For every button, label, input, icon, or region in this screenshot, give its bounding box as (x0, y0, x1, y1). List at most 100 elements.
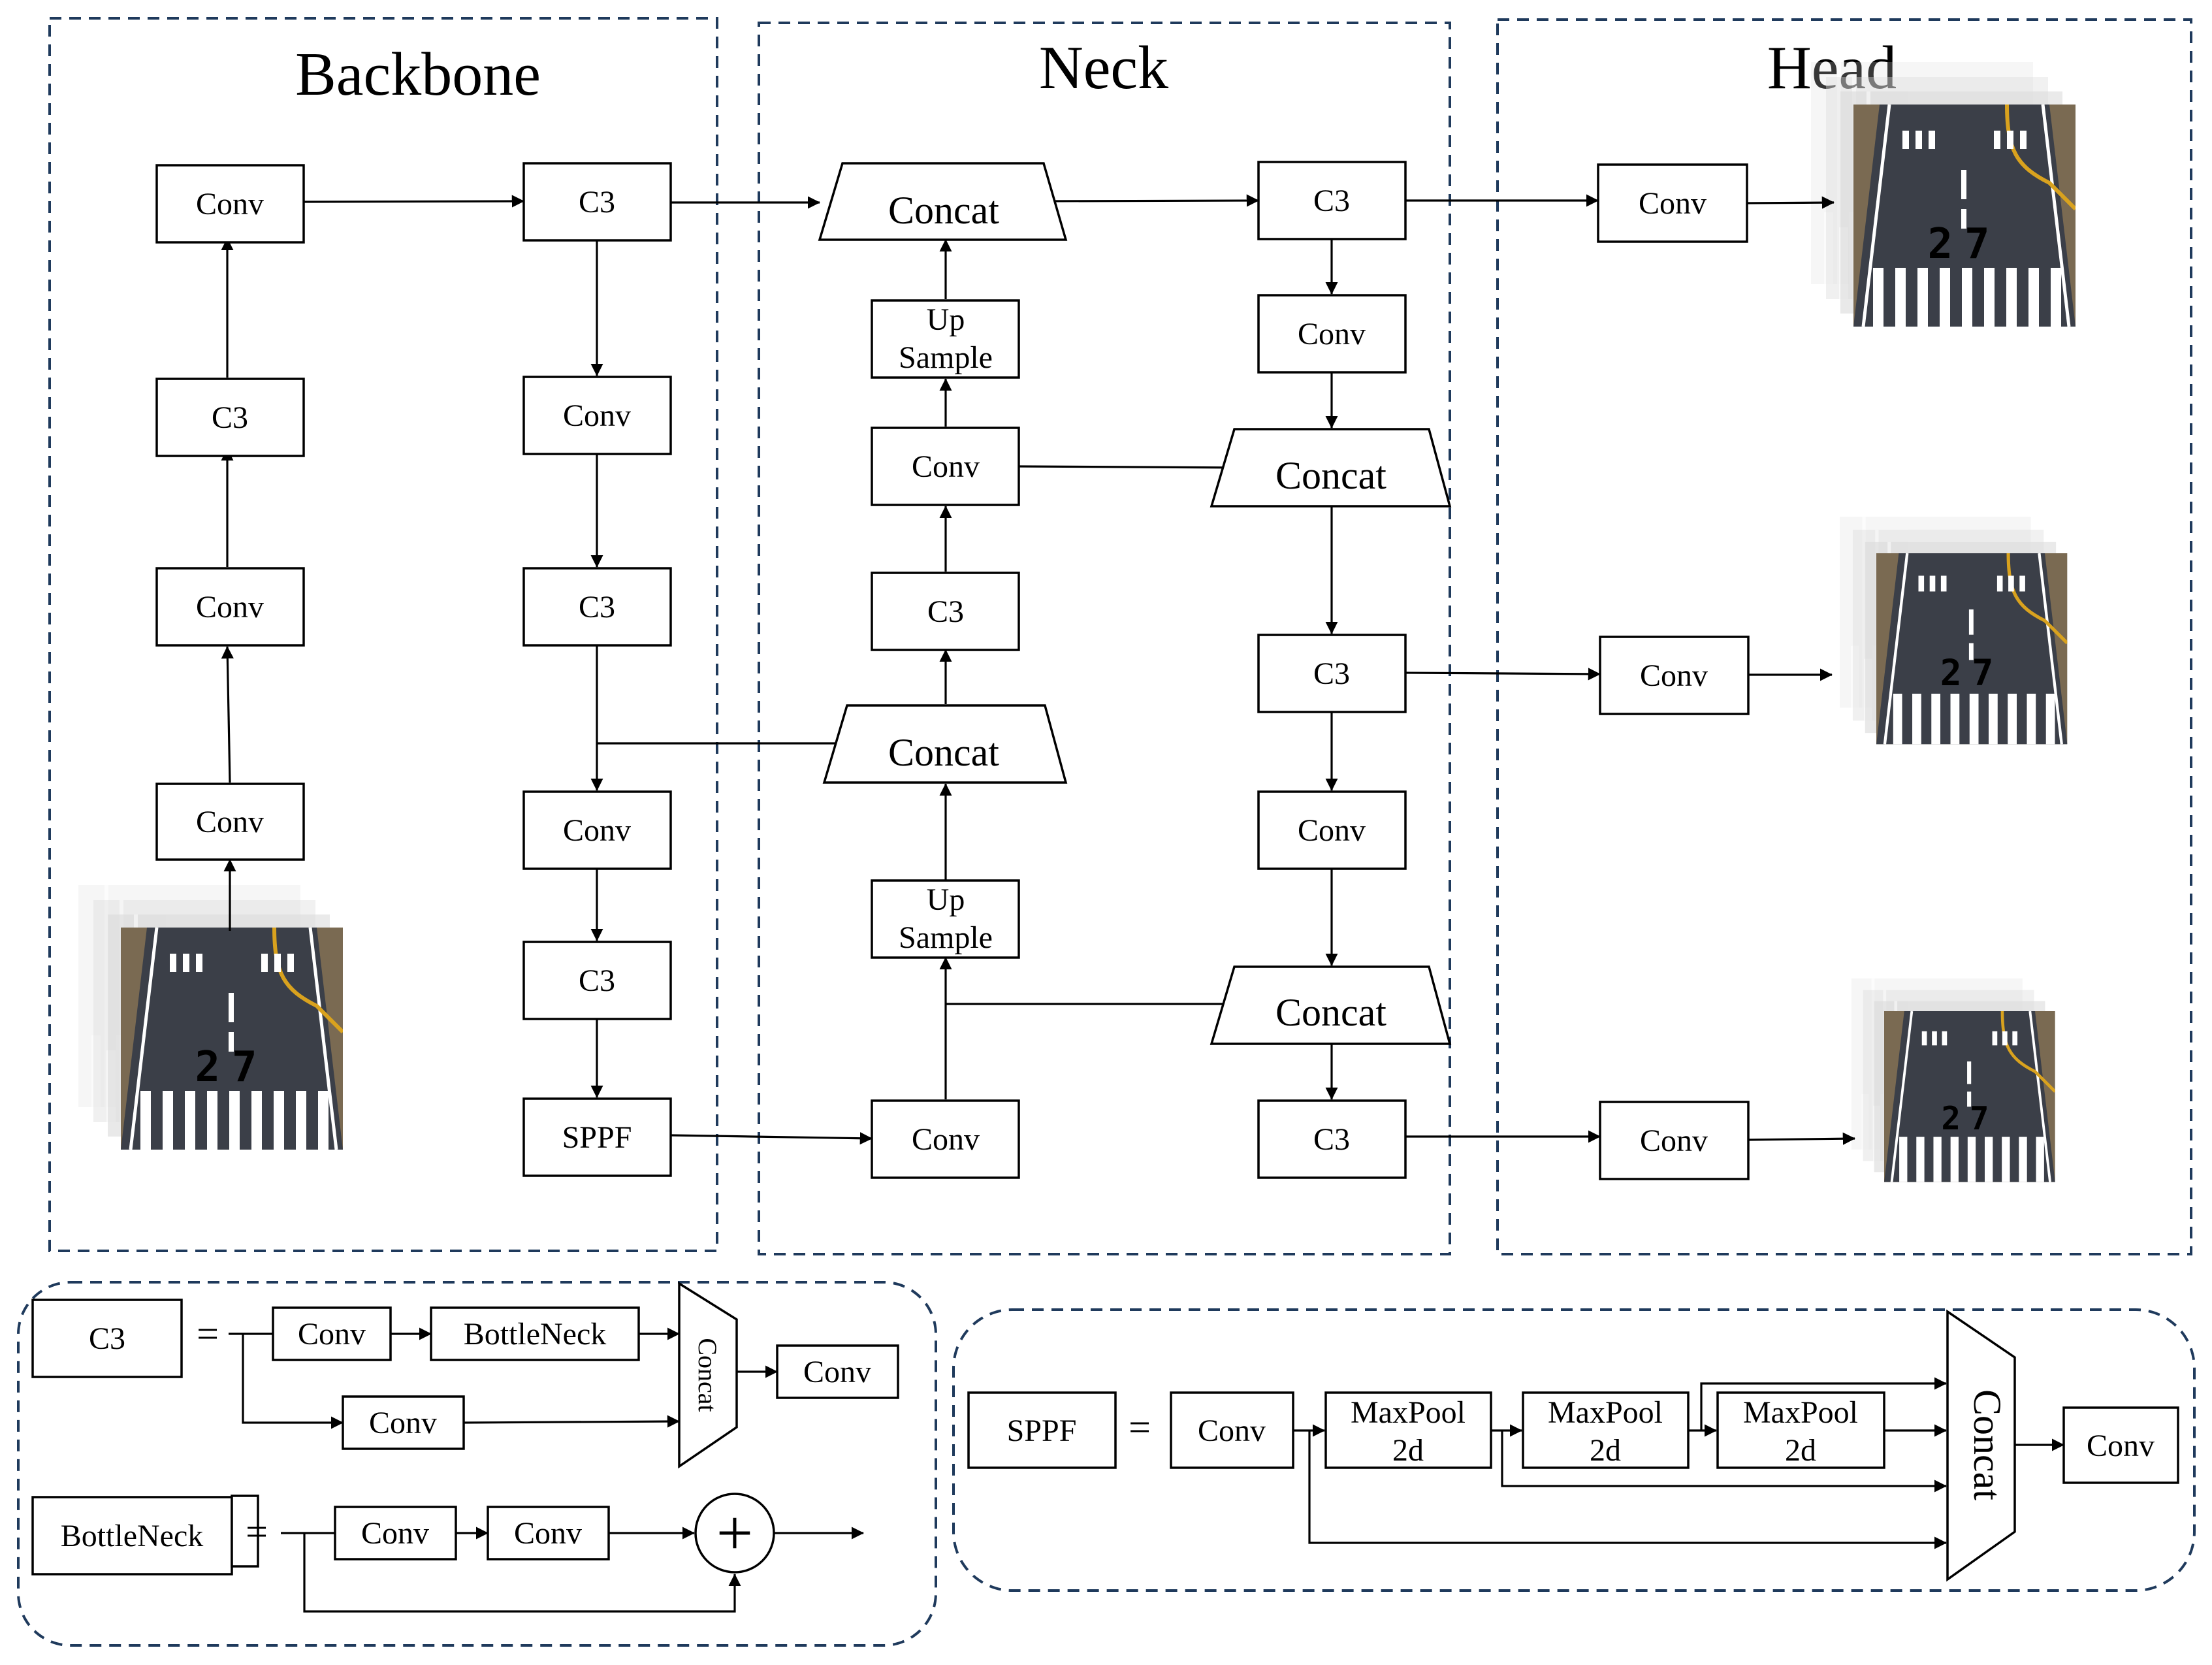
block-label: C3 (1313, 1122, 1350, 1157)
backbone-conv-3: Conv (155, 164, 305, 244)
neck-c3-3: C3 (1257, 634, 1407, 713)
runway-photo: 27 (121, 928, 343, 1150)
block-label: Concat (693, 1338, 722, 1412)
block-label: C3 (579, 590, 615, 624)
c3-equals-sign: = (197, 1312, 219, 1355)
neck-concat-2: Concat (822, 704, 1068, 784)
backbone-conv-5: Conv (522, 790, 672, 870)
block-label: C3 (579, 185, 615, 219)
sppf-def-conv-1: Conv (1170, 1391, 1294, 1469)
legend-label: BottleNeck (61, 1519, 204, 1553)
neck-c3-4: C3 (1257, 1099, 1407, 1179)
neck-title: Neck (1039, 34, 1168, 102)
block-label: Conv (912, 1122, 980, 1157)
runway-photo: 27 (1853, 105, 2076, 327)
head-conv-2: Conv (1599, 636, 1750, 715)
block-label: Conv (1640, 1123, 1708, 1158)
block-label: Concat (1275, 454, 1387, 497)
block-label: Conv (1298, 813, 1366, 848)
block-label-line2: 2d (1392, 1433, 1424, 1468)
neck-concat-1: Concat (818, 162, 1068, 241)
legend-c3-box: C3 (31, 1299, 183, 1378)
block-label-line1: MaxPool (1548, 1395, 1663, 1430)
edges (221, 194, 2064, 1613)
output-runway-image-medium: 27 (1840, 517, 2068, 745)
block-label: C3 (579, 963, 615, 998)
legend-sppf-box: SPPF (967, 1391, 1117, 1469)
neck-concat-3: Concat (1210, 428, 1452, 508)
block-label: Conv (1298, 317, 1366, 351)
block-label: Concat (1966, 1389, 2009, 1500)
bottleneck-equals-sign: = (246, 1510, 268, 1553)
neck-conv-3: Conv (1257, 294, 1407, 374)
runway-number: 27 (1940, 652, 2004, 694)
block-label-line2: 2d (1590, 1433, 1621, 1468)
block-label: Conv (369, 1406, 437, 1440)
block-label: Concat (888, 189, 999, 232)
sppf-def-maxpool-3: MaxPool 2d (1716, 1391, 1885, 1469)
block-label: C3 (927, 594, 964, 629)
neck-conv-4: Conv (1257, 790, 1407, 870)
block-label: Conv (196, 805, 264, 839)
output-runway-image-small: 27 (1851, 978, 2055, 1182)
sppf-def-concat: Concat (1946, 1309, 2016, 1582)
block-label: Conv (361, 1516, 429, 1551)
backbone-c3-2: C3 (522, 162, 672, 242)
input-runway-image: 27 (78, 885, 343, 1150)
legend-label: SPPF (1007, 1414, 1077, 1448)
block-label: Conv (803, 1355, 871, 1389)
block-label: SPPF (562, 1120, 632, 1155)
c3-def-conv-2: Conv (342, 1395, 465, 1450)
c3-def-bottleneck: BottleNeck (430, 1306, 640, 1361)
block-label: Conv (563, 813, 631, 848)
block-label: Concat (1275, 991, 1387, 1034)
neck-c3-2: C3 (1257, 161, 1407, 240)
block-label: C3 (1313, 184, 1350, 218)
block-label-line2: Sample (899, 920, 993, 955)
backbone-sppf: SPPF (522, 1097, 672, 1177)
block-label: Conv (196, 187, 264, 221)
block-label: Concat (888, 731, 999, 774)
backbone-conv-2: Conv (155, 567, 305, 647)
backbone-c3-1: C3 (155, 378, 305, 457)
block-label: Conv (196, 590, 264, 624)
backbone-conv-4: Conv (522, 376, 672, 455)
neck-concat-4: Concat (1210, 965, 1452, 1045)
block-label: Conv (1640, 658, 1708, 693)
block-label-line2: Sample (899, 340, 993, 375)
bottleneck-def-conv-2: Conv (487, 1506, 610, 1560)
runway-number: 27 (1941, 1099, 1998, 1137)
head-conv-1: Conv (1597, 163, 1748, 243)
block-label: BottleNeck (464, 1317, 607, 1351)
block-label: Conv (1198, 1414, 1266, 1448)
block-label-line1: Up (927, 882, 965, 917)
runway-photo: 27 (1876, 553, 2068, 745)
block-label: Conv (1639, 186, 1707, 221)
legend-label: C3 (89, 1321, 125, 1356)
block-label: C3 (1313, 656, 1350, 691)
sppf-def-conv-2: Conv (2062, 1406, 2179, 1484)
backbone-title: Backbone (295, 40, 541, 108)
backbone-conv-1: Conv (155, 783, 305, 861)
block-label: Conv (563, 398, 631, 433)
output-runway-image-large: 27 (1811, 62, 2076, 327)
runway-number: 27 (1927, 220, 2001, 268)
neck-conv-1: Conv (871, 427, 1020, 506)
block-label-line2: 2d (1785, 1433, 1816, 1468)
neck-upsample-2: Up Sample (871, 879, 1020, 959)
block-label: Conv (912, 449, 980, 484)
bottleneck-add-node: + (694, 1493, 775, 1574)
backbone-c3-4: C3 (522, 941, 672, 1020)
block-label: Conv (298, 1317, 366, 1351)
neck-conv-2: Conv (871, 1099, 1020, 1179)
head-region (1496, 18, 2192, 1255)
c3-def-concat: Concat (678, 1281, 738, 1469)
sppf-definition-region (952, 1308, 2196, 1592)
neck-upsample-1: Up Sample (871, 299, 1020, 379)
sppf-equals-sign: = (1129, 1406, 1151, 1449)
block-label-line1: MaxPool (1351, 1395, 1466, 1430)
c3-definition-region (17, 1281, 937, 1647)
block-label: C3 (212, 400, 248, 435)
legend-bottleneck-box: BottleNeck (31, 1495, 259, 1576)
